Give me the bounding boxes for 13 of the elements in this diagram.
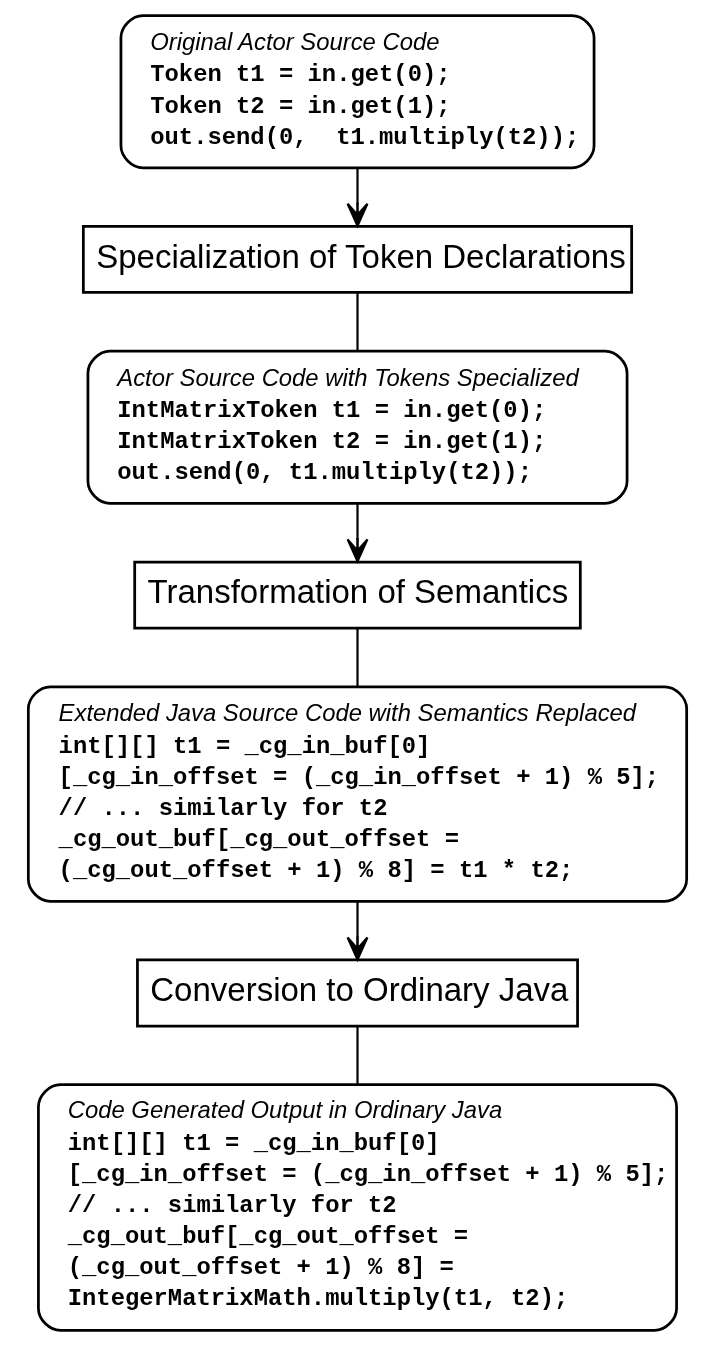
arrow bbox=[346, 901, 369, 961]
connector bbox=[356, 292, 359, 351]
node-box: Transformation of Semantics bbox=[133, 560, 582, 630]
node-box: Actor Source Code with Tokens Specialized IntMatrixToken t1 = in.get(0); IntMatrixToken t2 = in.get(1); out.send(0, t1.multiply(t2)); bbox=[86, 349, 629, 505]
node-box: Conversion to Ordinary Java bbox=[136, 958, 579, 1028]
connector bbox=[356, 1026, 359, 1085]
node-box: Code Generated Output in Ordinary Java int[][] t1 = _cg_in_buf[0] [_cg_in_offset = (_cg_in_offset + 1) % 5]; // ... similarly for t2 _cg_out_buf[_cg_out_offset = (_cg_out_offset + 1) % 8] = IntegerMatrixMath.multiply(t1, t2); bbox=[37, 1083, 678, 1332]
node-box: Extended Java Source Code with Semantics Replaced int[][] t1 = _cg_in_buf[0] [_cg_in_offset = (_cg_in_offset + 1) % 5]; // ... similarly for t2 _cg_out_buf[_cg_out_offset = (_cg_out_offset + 1) % 8] = t1 * t2; bbox=[26, 685, 689, 903]
node-box: Original Actor Source Code Token t1 = in.get(0); Token t2 = in.get(1); out.send(0, t1.multiply(t2)); bbox=[119, 14, 596, 170]
node-box: Specialization of Token Declarations bbox=[81, 225, 634, 294]
connector bbox=[356, 628, 359, 687]
arrow bbox=[346, 503, 369, 563]
arrow bbox=[346, 167, 369, 227]
